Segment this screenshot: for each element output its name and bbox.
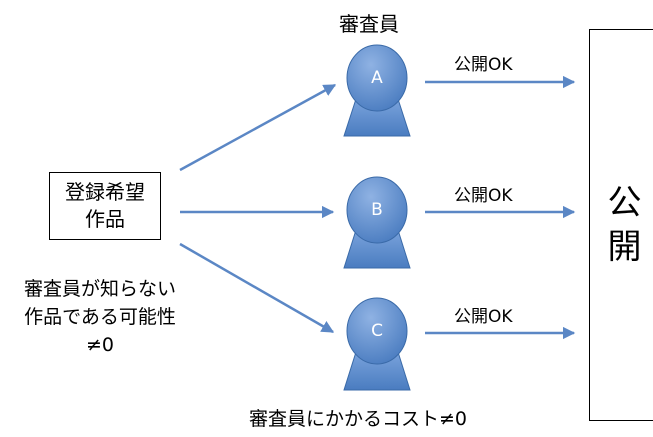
arrow-entry-to-a [179, 83, 337, 172]
unknown-note-line-3: ≠0 [85, 334, 114, 356]
unknown-work-note: 審査員が知らない 作品である可能性 ≠0 [0, 275, 200, 359]
reviewers-title: 審査員 [339, 12, 399, 36]
reviewer-c-head [346, 297, 408, 365]
entry-line-2: 作品 [85, 207, 125, 231]
public-char-1: 公 [607, 183, 642, 223]
reviewer-a-result: 公開OK [454, 55, 513, 75]
reviewer-b-head [346, 176, 408, 244]
reviewer-c-letter: C [371, 321, 383, 341]
reviewer-b-figure [343, 176, 411, 269]
entry-work-box: 登録希望 作品 [49, 172, 161, 240]
unknown-note-line-2: 作品である可能性 [24, 306, 176, 328]
public-box: 公 開 [589, 29, 653, 421]
reviewer-cost-note: 審査員にかかるコスト≠0 [249, 408, 468, 430]
reviewer-c-result: 公開OK [454, 307, 513, 327]
unknown-note-line-1: 審査員が知らない [23, 278, 176, 300]
public-char-2: 開 [607, 227, 642, 267]
reviewer-a-head [346, 44, 408, 112]
reviewer-b-result: 公開OK [454, 186, 513, 206]
reviewer-b-letter: B [371, 200, 383, 220]
reviewer-a-figure [343, 44, 411, 137]
entry-line-1: 登録希望 [65, 180, 145, 204]
reviewer-c-figure [343, 297, 411, 391]
arrow-entry-to-c [179, 242, 335, 334]
reviewer-a-letter: A [371, 68, 383, 88]
